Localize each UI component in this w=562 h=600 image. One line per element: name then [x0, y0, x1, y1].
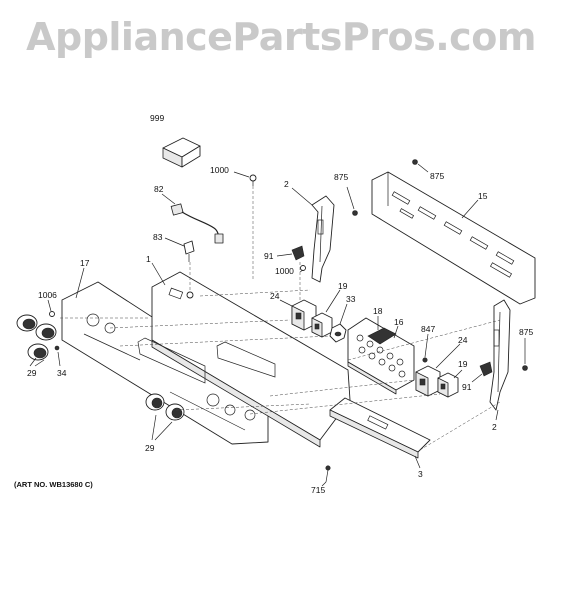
callout-1000-lower: 1000	[275, 266, 294, 276]
part-19-switch-right	[437, 372, 459, 398]
callout-19-left: 19	[338, 281, 348, 291]
callout-1006: 1006	[38, 290, 57, 300]
part-16-control-board	[347, 317, 415, 395]
callout-33: 33	[346, 294, 356, 304]
callout-24-left: 24	[270, 291, 280, 301]
callout-1000-top: 1000	[210, 165, 229, 175]
part-82-wire-harness	[170, 203, 224, 244]
part-1006-screw	[47, 299, 55, 317]
part-24-switch-right	[415, 365, 441, 397]
callout-2-left: 2	[284, 179, 289, 189]
callout-34: 34	[57, 368, 67, 378]
callout-24-right: 24	[458, 335, 468, 345]
part-34-spring	[54, 345, 61, 367]
callout-3: 3	[418, 469, 423, 479]
callout-29-bottom: 29	[145, 443, 155, 453]
part-1000-screw	[249, 174, 257, 186]
part-875-screw-b	[412, 159, 429, 173]
callout-83: 83	[153, 232, 163, 242]
callout-labels: 999 1000 82 83 1 17 1006 29 34 29 2 875 …	[27, 113, 533, 495]
part-19-switch-left	[311, 312, 333, 338]
part-29-knobs-bottom	[145, 393, 185, 421]
callout-999: 999	[150, 113, 164, 123]
callout-15: 15	[478, 191, 488, 201]
part-83-clip	[183, 240, 195, 262]
assembly-leader-lines	[60, 186, 501, 451]
part-715-screw	[325, 465, 331, 483]
callout-2-right: 2	[492, 422, 497, 432]
part-3-trim-strip	[329, 397, 431, 459]
part-17-overlay-panel	[61, 281, 269, 445]
part-847-screw	[422, 333, 429, 363]
callout-715: 715	[311, 485, 325, 495]
part-91-clip-right	[471, 361, 493, 383]
callout-875-a: 875	[334, 172, 348, 182]
part-91-clip-left	[276, 245, 305, 261]
callout-17: 17	[80, 258, 90, 268]
part-1000-screw-lower	[299, 265, 306, 273]
callout-875-b: 875	[430, 171, 444, 181]
art-number: (ART NO. WB13680 C)	[14, 480, 93, 489]
callout-29-left: 29	[27, 368, 37, 378]
watermark-text: AppliancePartsPros.com	[26, 15, 536, 59]
callout-875-c: 875	[519, 327, 533, 337]
part-15-rear-panel	[371, 171, 536, 305]
part-18-display	[367, 327, 397, 345]
part-875-screw-a	[346, 186, 358, 216]
callout-82: 82	[154, 184, 164, 194]
part-1-main-panel	[137, 271, 351, 448]
callout-847: 847	[421, 324, 435, 334]
callout-1: 1	[146, 254, 151, 264]
part-24-switch-left	[291, 299, 317, 331]
callout-19-right: 19	[458, 359, 468, 369]
part-875-screw-c	[522, 338, 528, 371]
part-2-bracket-right	[489, 299, 511, 411]
callout-91-right: 91	[462, 382, 472, 392]
part-999-block	[162, 137, 201, 168]
part-2-bracket-left	[311, 195, 335, 283]
part-29-knobs-left	[16, 314, 57, 361]
callout-18: 18	[373, 306, 383, 316]
callout-16: 16	[394, 317, 404, 327]
callout-91-left: 91	[264, 251, 274, 261]
